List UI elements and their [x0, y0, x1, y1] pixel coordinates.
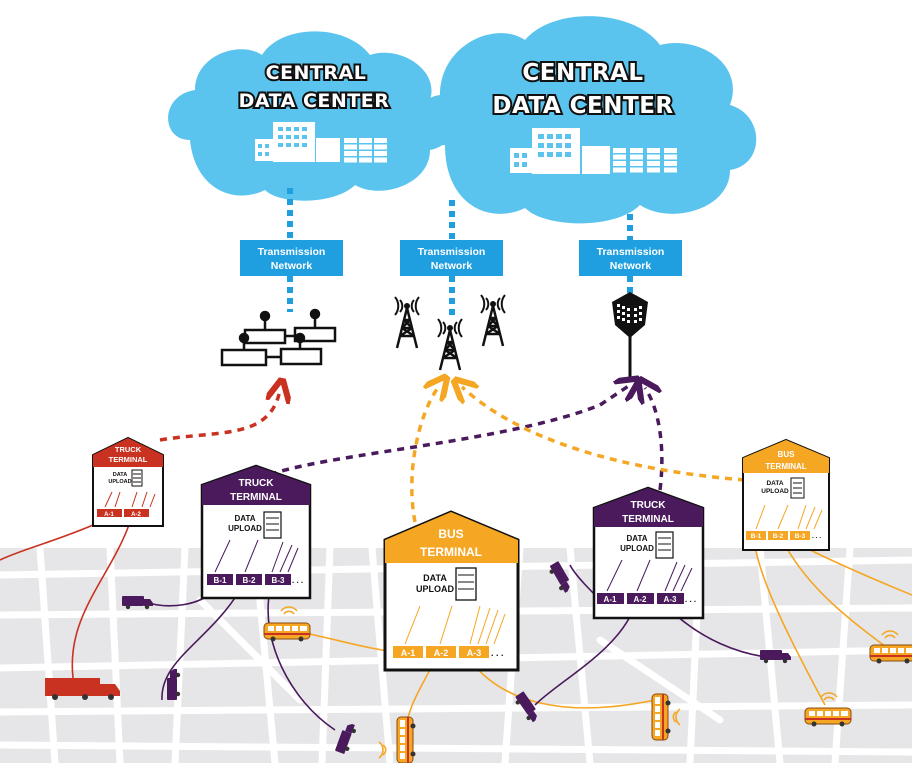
bus-icon — [804, 707, 852, 727]
more-slots-dots: . . . — [292, 576, 303, 585]
data-upload-line2: UPLOAD — [228, 524, 262, 533]
slot-label: A-1 — [604, 595, 617, 604]
terminal-title-line1: TRUCK — [115, 445, 142, 454]
slot-label: B-3 — [795, 533, 806, 540]
terminal-title-line2: TERMINAL — [765, 462, 806, 471]
slot-label: A-2 — [434, 648, 449, 658]
more-slots-dots: . . . — [491, 648, 504, 658]
slot-label: B-1 — [214, 576, 227, 585]
bus-icon — [869, 644, 912, 664]
bus-icon — [263, 622, 311, 642]
network-label-line2: Network — [610, 260, 652, 272]
terminal-title-line2: TERMINAL — [420, 545, 482, 559]
server-icon — [790, 477, 805, 499]
data-upload-line2: UPLOAD — [761, 488, 789, 495]
truck-terminal-left: TRUCK TERMINAL DATA UPLOAD B-1 B-2 B-3 .… — [200, 464, 312, 600]
server-icon — [455, 567, 477, 601]
slot-label: A-3 — [467, 648, 482, 658]
network-label-line1: Transmission — [418, 246, 486, 258]
cloud-right-title-line1: CENTRAL — [522, 60, 643, 86]
slot-label: B-3 — [272, 576, 285, 585]
server-cluster-icon — [255, 122, 387, 163]
truck-terminal-right: TRUCK TERMINAL DATA UPLOAD A-1 A-2 A-3 .… — [592, 486, 705, 620]
slot-label: A-2 — [131, 512, 141, 518]
transmission-network-box-3: Transmission Network — [579, 240, 682, 276]
bus-icon — [396, 716, 416, 763]
slot-label: A-1 — [104, 512, 114, 518]
satellite-antenna-icon — [612, 292, 648, 378]
terminal-title-line2: TERMINAL — [230, 492, 282, 503]
wifi-icon — [280, 606, 899, 759]
more-slots-dots: . . . — [685, 595, 696, 604]
terminal-title-line1: TRUCK — [631, 500, 667, 511]
slot-label: B-1 — [751, 533, 762, 540]
data-upload-line1: DATA — [423, 573, 447, 583]
network-label-line1: Transmission — [597, 246, 665, 258]
cloud-left-title-line2: DATA CENTER — [239, 90, 390, 112]
network-label-line1: Transmission — [258, 246, 326, 258]
slot-label: A-3 — [664, 595, 677, 604]
slot-label: B-2 — [243, 576, 256, 585]
data-center-cloud-left: CENTRAL DATA CENTER — [168, 31, 453, 201]
cloud-left-title-line1: CENTRAL — [266, 62, 367, 84]
truck-terminal-small: TRUCK TERMINAL DATA UPLOAD A-1 A-2 — [92, 436, 164, 527]
wired-network-nodes-icon — [220, 308, 337, 367]
vehicles — [45, 561, 912, 763]
data-upload-line1: DATA — [113, 472, 127, 478]
terminal-title-line1: BUS — [778, 450, 796, 459]
server-icon — [263, 511, 282, 539]
network-label-line2: Network — [271, 260, 313, 272]
data-center-cloud-right: CENTRAL DATA CENTER — [416, 16, 757, 224]
upload-arrows — [104, 491, 823, 645]
bus-icon — [651, 693, 671, 741]
bus-terminal-center: BUS TERMINAL DATA UPLOAD A-1 A-2 A-3 . .… — [383, 510, 520, 672]
transmission-network-box-2: Transmission Network — [400, 240, 503, 276]
slot-label: A-2 — [634, 595, 647, 604]
cloud-right-title-line2: DATA CENTER — [492, 93, 673, 119]
cell-tower-icon — [393, 293, 507, 372]
truck-icon — [45, 678, 120, 700]
bus-terminal-right: BUS TERMINAL DATA UPLOAD B-1 B-2 B-3 . .… — [742, 438, 830, 551]
data-upload-line2: UPLOAD — [620, 544, 654, 553]
more-slots-dots: . . . — [812, 533, 821, 540]
server-cluster-icon — [510, 128, 677, 174]
terminal-title-line2: TERMINAL — [622, 514, 674, 525]
transmission-network-box-1: Transmission Network — [240, 240, 343, 276]
server-icon — [131, 469, 143, 487]
terminal-title-line2: TERMINAL — [109, 455, 148, 464]
slot-label: A-1 — [401, 648, 416, 658]
transmission-links — [287, 188, 633, 318]
terminal-title-line1: TRUCK — [239, 478, 275, 489]
network-label-line2: Network — [431, 260, 473, 272]
data-upload-line1: DATA — [766, 480, 783, 487]
data-upload-line2: UPLOAD — [416, 584, 455, 594]
data-upload-line1: DATA — [626, 534, 647, 543]
data-upload-line1: DATA — [234, 514, 255, 523]
data-upload-line2: UPLOAD — [108, 479, 131, 485]
terminal-title-line1: BUS — [438, 527, 463, 541]
uplink-arrows — [159, 385, 746, 523]
slot-label: B-2 — [773, 533, 784, 540]
server-icon — [655, 531, 674, 559]
